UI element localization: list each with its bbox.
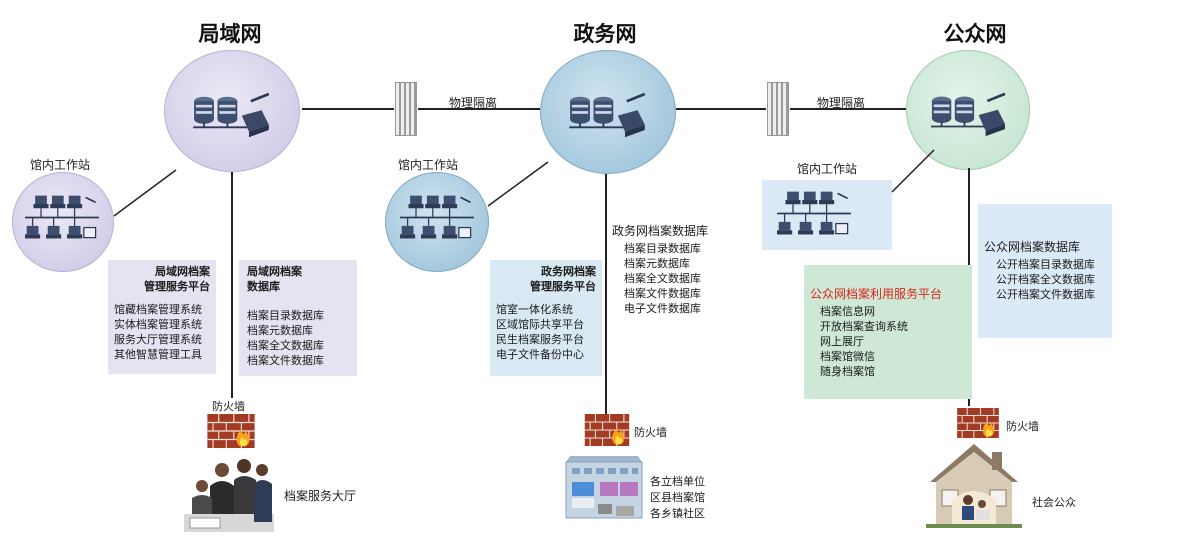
pub-network-circle: [906, 50, 1030, 170]
gov-db-box: 政务网档案数据库 档案目录数据库 档案元数据库 档案全文数据库 档案文件数据库 …: [612, 224, 742, 316]
gov-endpoint-list: 各立档单位 区县档案馆 各乡镇社区: [650, 474, 705, 522]
list-item: 档案文件数据库: [247, 354, 324, 367]
list-item: 网上展厅: [820, 335, 864, 348]
firewall-icon: [956, 408, 1000, 438]
firewall-icon: [207, 414, 255, 448]
list-item: 档案信息网: [820, 305, 875, 318]
isolation-label-1: 物理隔离: [449, 96, 498, 110]
pub-platform-title: 公众网档案利用服务平台: [810, 287, 943, 301]
lan-db-title-1: 局域网档案: [247, 265, 302, 278]
list-item: 公开档案全文数据库: [996, 273, 1095, 286]
list-item: 档案目录数据库: [624, 242, 701, 255]
list-item: 馆藏档案管理系统: [114, 303, 202, 316]
house-icon: [926, 444, 1022, 528]
pub-platform-box: 公众网档案利用服务平台 档案信息网 开放档案查询系统 网上展厅 档案馆微信 随身…: [804, 265, 972, 399]
list-item: 区域馆际共享平台: [496, 318, 584, 331]
gov-platform-title-2: 管理服务平台: [530, 280, 596, 293]
list-item: 档案文件数据库: [624, 287, 701, 300]
list-item: 公开档案目录数据库: [996, 258, 1095, 271]
list-item: 档案全文数据库: [624, 272, 701, 285]
lan-workstation-circle: [12, 172, 114, 272]
pub-db-title: 公众网档案数据库: [984, 240, 1081, 254]
list-item: 随身档案馆: [820, 365, 875, 378]
title-pub: 公众网: [943, 22, 1007, 46]
lan-platform-box: 局域网档案 管理服务平台 馆藏档案管理系统 实体档案管理系统 服务大厅管理系统 …: [108, 260, 216, 374]
lan-firewall-label: 防火墙: [212, 400, 245, 413]
workstation-network-icon: [772, 186, 856, 246]
lan-platform-title-1: 局域网档案: [155, 265, 210, 278]
pub-firewall-label: 防火墙: [1006, 420, 1039, 433]
gov-network-circle: [540, 50, 676, 174]
service-hall-people-icon: [184, 459, 274, 532]
list-item: 馆室一体化系统: [496, 303, 573, 316]
lan-endpoint-label: 档案服务大厅: [284, 489, 357, 503]
gov-firewall-label: 防火墙: [634, 426, 667, 439]
list-item: 开放档案查询系统: [820, 320, 908, 333]
pub-workstation-panel: [762, 180, 892, 250]
pub-workstation-label: 馆内工作站: [797, 162, 858, 176]
gov-db-title: 政务网档案数据库: [612, 224, 709, 238]
link-gov-pub-left: [676, 108, 766, 110]
pub-ws-connector: [891, 149, 935, 193]
title-lan: 局域网: [198, 22, 262, 46]
list-item: 公开档案文件数据库: [996, 288, 1095, 301]
gov-ws-connector: [487, 161, 549, 207]
isolation-gap-icon: [767, 82, 789, 136]
list-item: 其他智慧管理工具: [114, 348, 202, 361]
title-gov: 政务网: [573, 22, 637, 46]
gov-platform-box: 政务网档案 管理服务平台 馆室一体化系统 区域馆际共享平台 民生档案服务平台 电…: [490, 260, 602, 376]
pub-endpoint-label: 社会公众: [1032, 496, 1076, 509]
list-item: 实体档案管理系统: [114, 318, 202, 331]
gov-workstation-circle: [385, 172, 489, 272]
isolation-label-2: 物理隔离: [817, 96, 866, 110]
list-item: 服务大厅管理系统: [114, 333, 202, 346]
list-item: 档案目录数据库: [247, 309, 324, 322]
workstation-network-icon: [395, 190, 479, 250]
lan-db-box: 局域网档案 数据库 档案目录数据库 档案元数据库 档案全文数据库 档案文件数据库: [239, 260, 357, 376]
gov-platform-title-1: 政务网档案: [541, 265, 596, 278]
server-cluster-icon: [186, 84, 276, 140]
list-item: 档案馆微信: [820, 350, 875, 363]
lan-workstation-label: 馆内工作站: [30, 158, 91, 172]
list-item: 民生档案服务平台: [496, 333, 584, 346]
lan-platform-title-2: 管理服务平台: [144, 280, 210, 293]
workstation-network-icon: [20, 190, 104, 250]
list-item: 各立档单位: [650, 475, 705, 488]
gov-workstation-label: 馆内工作站: [398, 158, 459, 172]
list-item: 各乡镇社区: [650, 507, 705, 520]
list-item: 区县档案馆: [650, 491, 705, 504]
list-item: 档案全文数据库: [247, 339, 324, 352]
list-item: 电子文件备份中心: [496, 348, 584, 361]
link-lan-gov-left: [302, 108, 394, 110]
list-item: 档案元数据库: [247, 324, 313, 337]
server-cluster-icon: [924, 84, 1012, 139]
lan-db-title-2: 数据库: [247, 280, 280, 293]
list-item: 档案元数据库: [624, 257, 690, 270]
link-gov-pub-right: [790, 108, 906, 110]
firewall-icon: [584, 414, 630, 446]
lan-ws-connector: [113, 169, 177, 217]
lan-trunk-line: [231, 172, 233, 398]
lan-network-circle: [164, 50, 300, 172]
isolation-gap-icon: [395, 82, 417, 136]
pub-db-box: 公众网档案数据库 公开档案目录数据库 公开档案全文数据库 公开档案文件数据库: [978, 204, 1112, 338]
office-building-icon: [565, 456, 643, 519]
link-lan-gov-right: [418, 108, 540, 110]
gov-trunk-line: [605, 174, 607, 414]
server-cluster-icon: [562, 84, 652, 140]
list-item: 电子文件数据库: [624, 302, 701, 315]
